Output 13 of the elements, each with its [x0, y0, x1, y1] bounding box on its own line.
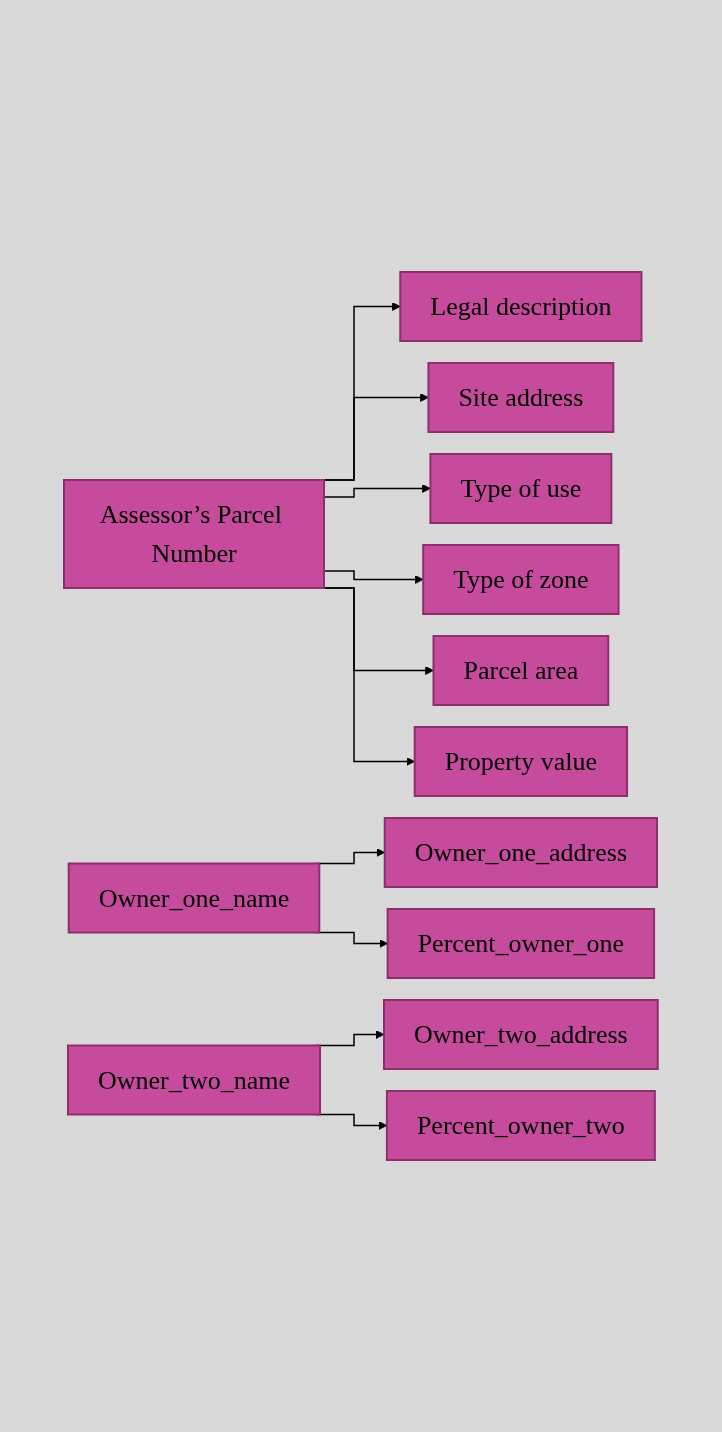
node-box: Parcel area: [432, 635, 610, 706]
node-box: Site address: [427, 362, 615, 433]
node-box: Type of zone: [422, 544, 620, 615]
node-box: Owner_one_address: [383, 817, 659, 888]
node-box: Legal description: [399, 271, 643, 342]
node-box: Owner_one_name: [67, 862, 321, 934]
node-box: Percent_owner_two: [386, 1090, 656, 1161]
node-box: Property value: [413, 726, 629, 797]
node-box: Percent_owner_one: [386, 908, 656, 979]
node-box: Type of use: [429, 453, 613, 524]
node-box: Owner_two_name: [67, 1044, 322, 1116]
node-box: Owner_two_address: [383, 999, 659, 1070]
node-box: Assessor’s Parcel Number: [63, 479, 326, 589]
